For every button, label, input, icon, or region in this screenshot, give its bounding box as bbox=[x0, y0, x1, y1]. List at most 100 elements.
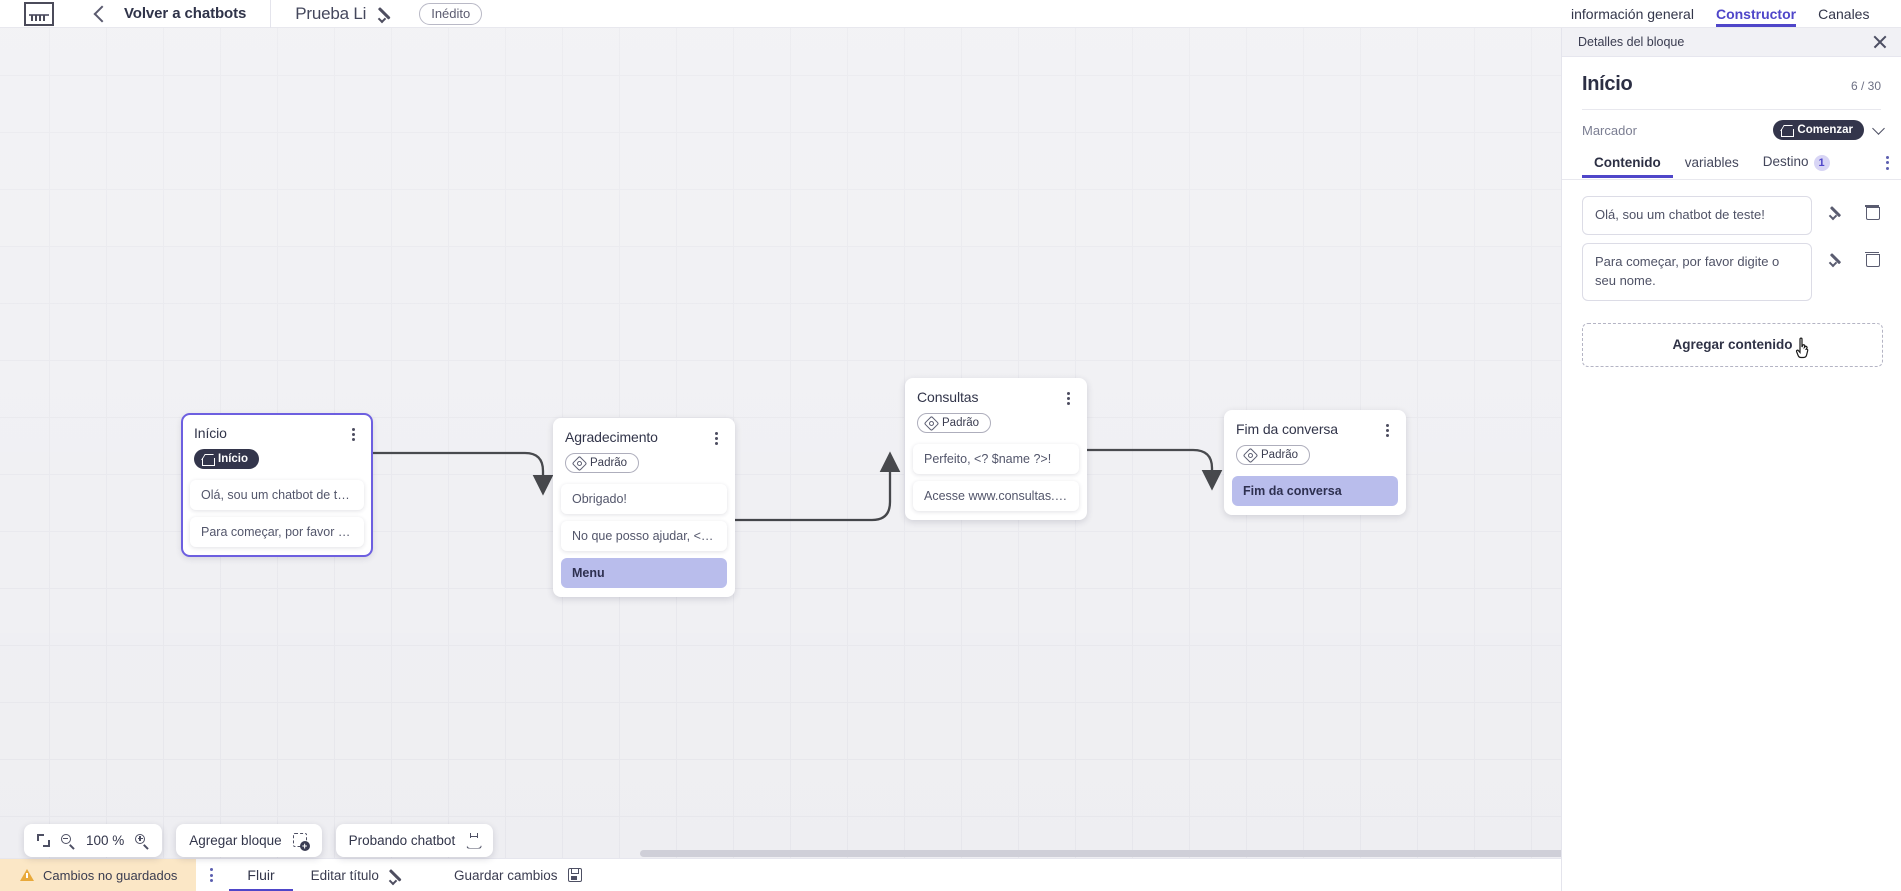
warning-triangle-icon bbox=[20, 869, 34, 881]
node-kebab-icon[interactable] bbox=[709, 429, 723, 445]
add-block-label: Agregar bloque bbox=[189, 833, 282, 848]
save-changes-label: Guardar cambios bbox=[453, 867, 558, 883]
content-item-actions bbox=[1812, 196, 1883, 220]
pencil-icon[interactable] bbox=[1830, 251, 1845, 266]
node-messages: Perfeito, <? $name ?>! Acesse www.consul… bbox=[905, 443, 1087, 511]
flow-node-agradecimento[interactable]: Agradecimento Padrão Obrigado! No que po… bbox=[553, 418, 735, 597]
node-tag-badge: Padrão bbox=[565, 453, 640, 473]
pencil-icon[interactable] bbox=[1830, 204, 1845, 219]
flow-node-fim-da-conversa[interactable]: Fim da conversa Padrão Fim da conversa bbox=[1224, 410, 1406, 515]
tab-constructor[interactable]: Constructor bbox=[1716, 6, 1796, 27]
node-header: Consultas bbox=[905, 378, 1087, 405]
canvas-horizontal-scrollbar[interactable] bbox=[640, 850, 1561, 857]
tab-contenido-label: Contenido bbox=[1594, 155, 1661, 170]
mouse-cursor-pointer bbox=[1795, 337, 1809, 359]
node-message[interactable]: Olá, sou um chatbot de teste! bbox=[190, 479, 364, 510]
node-tag-badge: Padrão bbox=[1236, 445, 1311, 465]
node-kebab-icon[interactable] bbox=[1380, 421, 1394, 437]
tab-destino[interactable]: Destino 1 bbox=[1751, 154, 1842, 179]
add-content-button[interactable]: Agregar contenido bbox=[1582, 322, 1883, 367]
content-item: Para começar, por favor digite o seu nom… bbox=[1582, 242, 1883, 301]
tag-icon bbox=[923, 415, 940, 431]
tab-destino-label: Destino bbox=[1762, 154, 1809, 169]
destino-count-badge: 1 bbox=[1813, 155, 1830, 171]
primary-nav-tabs: información general Constructor Canales bbox=[1561, 0, 1901, 28]
panel-header: Detalles del bloque bbox=[1562, 28, 1901, 57]
tab-informacion-general[interactable]: información general bbox=[1571, 6, 1694, 22]
page-title: Início bbox=[1582, 73, 1633, 95]
close-icon[interactable] bbox=[1872, 34, 1888, 50]
app-logo-icon[interactable] bbox=[24, 1, 54, 26]
test-chatbot-button[interactable]: Probando chatbot bbox=[335, 824, 494, 857]
chevron-down-icon[interactable] bbox=[1872, 121, 1885, 135]
zoom-in-icon[interactable] bbox=[135, 833, 149, 850]
node-message[interactable]: Para começar, por favor digite o ... bbox=[190, 516, 364, 547]
top-header: Volver a chatbots Prueba Li Inédito bbox=[0, 0, 1561, 28]
node-title: Início bbox=[194, 425, 227, 441]
zoom-out-icon[interactable] bbox=[61, 833, 75, 850]
save-changes-button[interactable]: Guardar cambios bbox=[436, 868, 600, 883]
bottom-bar: Cambios no guardados Fluir Editar título… bbox=[0, 858, 1561, 891]
tab-variables[interactable]: variables bbox=[1673, 155, 1751, 178]
add-block-icon bbox=[292, 833, 310, 851]
tag-icon bbox=[1242, 447, 1259, 463]
panel-title-row: Início 6 / 30 bbox=[1562, 57, 1901, 96]
node-tag-badge: Padrão bbox=[917, 413, 992, 433]
flask-icon bbox=[466, 832, 480, 849]
node-header: Fim da conversa bbox=[1224, 410, 1406, 437]
block-details-panel: Detalles del bloque Início 6 / 30 Marcad… bbox=[1561, 28, 1901, 891]
marker-badge-label: Comenzar bbox=[1797, 124, 1853, 136]
marker-row: Marcador Comenzar bbox=[1562, 110, 1901, 140]
test-chatbot-label: Probando chatbot bbox=[348, 833, 456, 848]
block-count: 6 / 30 bbox=[1850, 79, 1881, 93]
panel-header-title: Detalles del bloque bbox=[1578, 35, 1685, 49]
node-tag-label: Padrão bbox=[590, 457, 628, 469]
save-disk-icon bbox=[567, 868, 582, 882]
trash-icon[interactable] bbox=[1865, 204, 1880, 220]
content-list: Olá, sou um chatbot de teste! Para começ… bbox=[1562, 180, 1901, 301]
node-title: Agradecimento bbox=[565, 429, 658, 445]
panel-tabs-kebab-icon[interactable] bbox=[1886, 155, 1889, 178]
status-badge: Inédito bbox=[419, 2, 483, 25]
node-message-end[interactable]: Fim da conversa bbox=[1232, 475, 1398, 506]
zoom-controls[interactable]: 100 % bbox=[24, 824, 163, 857]
node-message[interactable]: Obrigado! bbox=[561, 483, 727, 514]
panel-tabs: Contenido variables Destino 1 bbox=[1562, 154, 1901, 180]
node-kebab-icon[interactable] bbox=[1061, 389, 1075, 405]
node-header: Início bbox=[182, 414, 372, 441]
back-chevron-icon[interactable] bbox=[93, 5, 111, 22]
panel-divider bbox=[1582, 109, 1881, 110]
tab-fluir[interactable]: Fluir bbox=[229, 859, 292, 891]
bottom-kebab-icon[interactable] bbox=[210, 868, 214, 882]
home-icon bbox=[202, 454, 215, 466]
node-message[interactable]: Acesse www.consultas.com par... bbox=[913, 480, 1079, 511]
node-message[interactable]: No que posso ajudar, <? $name ... bbox=[561, 520, 727, 551]
node-kebab-icon[interactable] bbox=[346, 425, 360, 441]
fit-screen-icon[interactable] bbox=[37, 834, 50, 847]
flow-node-inicio[interactable]: Início Início Olá, sou um chatbot de tes… bbox=[181, 413, 373, 557]
flow-node-consultas[interactable]: Consultas Padrão Perfeito, <? $name ?>! … bbox=[905, 378, 1087, 520]
tag-icon bbox=[571, 455, 588, 471]
flow-canvas[interactable]: Início Início Olá, sou um chatbot de tes… bbox=[0, 28, 1561, 863]
trash-icon[interactable] bbox=[1865, 251, 1880, 267]
back-to-chatbots-link[interactable]: Volver a chatbots bbox=[124, 5, 247, 22]
unsaved-changes-banner: Cambios no guardados bbox=[0, 858, 197, 891]
pencil-icon[interactable] bbox=[378, 5, 395, 22]
pencil-icon bbox=[389, 867, 406, 884]
content-text[interactable]: Para começar, por favor digite o seu nom… bbox=[1582, 242, 1812, 301]
content-item: Olá, sou um chatbot de teste! bbox=[1582, 196, 1883, 235]
content-text[interactable]: Olá, sou um chatbot de teste! bbox=[1582, 196, 1812, 235]
tab-variables-label: variables bbox=[1684, 155, 1739, 170]
add-block-button[interactable]: Agregar bloque bbox=[176, 824, 322, 857]
edit-title-button[interactable]: Editar título bbox=[293, 867, 424, 884]
node-tag-badge: Início bbox=[194, 449, 260, 469]
marker-badge[interactable]: Comenzar bbox=[1773, 120, 1864, 140]
tab-contenido[interactable]: Contenido bbox=[1582, 155, 1673, 178]
node-message[interactable]: Perfeito, <? $name ?>! bbox=[913, 443, 1079, 474]
node-tag-label: Padrão bbox=[942, 417, 980, 429]
node-tag-label: Padrão bbox=[1261, 449, 1299, 461]
zoom-level-label: 100 % bbox=[86, 833, 125, 848]
tab-canales[interactable]: Canales bbox=[1818, 6, 1870, 22]
node-messages: Fim da conversa bbox=[1224, 475, 1406, 506]
node-message-menu[interactable]: Menu bbox=[561, 557, 727, 588]
